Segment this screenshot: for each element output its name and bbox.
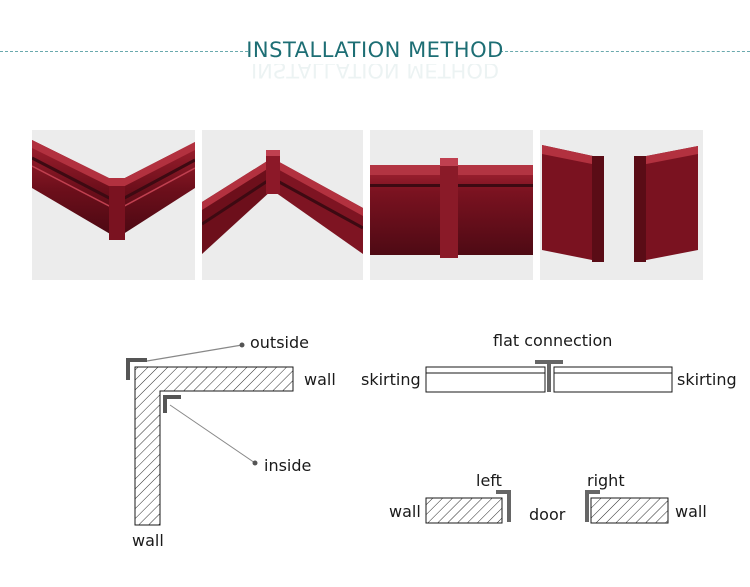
- right-end-cap: [585, 490, 600, 522]
- left-label: left: [476, 471, 502, 490]
- inside-corner-clip: [163, 395, 181, 413]
- inside-leader-line: [169, 404, 256, 464]
- right-label: right: [587, 471, 625, 490]
- page-title: INSTALLATION METHOD: [246, 38, 504, 62]
- door-label: door: [529, 505, 566, 524]
- flat-connection-diagram: [425, 360, 673, 393]
- wall-top-label: wall: [304, 370, 336, 389]
- corner-wall-diagram: [126, 342, 294, 526]
- header-rule-left: [0, 51, 248, 52]
- inside-label: inside: [264, 456, 312, 475]
- end-cap-diagram: [425, 490, 669, 524]
- wall-bottom-label: wall: [132, 531, 164, 550]
- flat-connector: [535, 360, 563, 392]
- wall-left-label: wall: [389, 502, 421, 521]
- header-rule-right: [500, 51, 750, 52]
- end-cap-photo: [540, 130, 703, 280]
- flat-connection-title: flat connection: [493, 331, 613, 350]
- wall-right-label: wall: [675, 502, 707, 521]
- inside-corner-photo: [202, 130, 363, 280]
- outside-corner-clip: [126, 358, 147, 380]
- outside-leader-line: [146, 344, 243, 362]
- left-end-cap: [496, 490, 511, 522]
- flat-connector-photo: [370, 130, 533, 280]
- skirting-left-label: skirting: [361, 370, 421, 389]
- skirting-right-label: skirting: [677, 370, 737, 389]
- outside-label: outside: [250, 333, 309, 352]
- outside-corner-photo: [32, 130, 195, 280]
